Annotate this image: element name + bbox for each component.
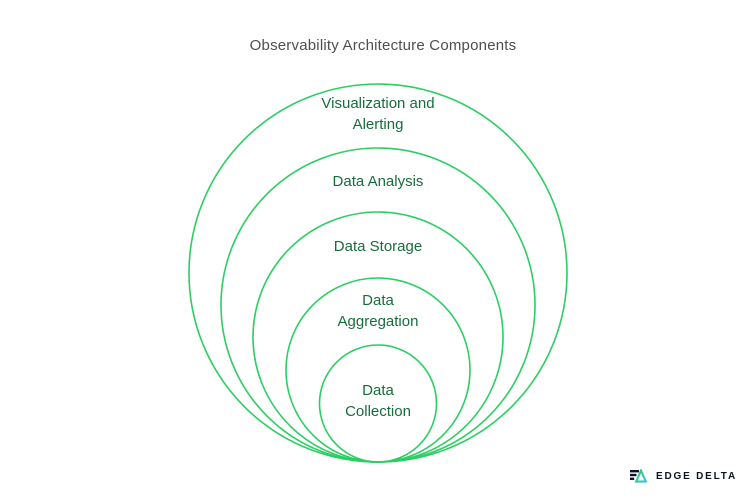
- ring-label-line: Alerting: [352, 116, 404, 133]
- ring-label-line: Data: [362, 382, 394, 399]
- ring-circle-data-collection: [318, 344, 438, 463]
- ring-label-line: Aggregation: [337, 313, 419, 330]
- ring-label-data-aggregation: Data Aggregation: [338, 290, 419, 332]
- ring-label-data-storage: Data Storage: [334, 236, 422, 257]
- ring-label-data-analysis: Data Analysis: [333, 171, 424, 192]
- edge-delta-logo: EDGE DELTA: [630, 469, 737, 483]
- ring-label-data-collection: Data Collection: [345, 380, 411, 422]
- edge-delta-logo-icon: [630, 469, 648, 483]
- ring-label-line: Data Storage: [333, 238, 423, 255]
- edge-delta-logo-text: EDGE DELTA: [656, 470, 737, 482]
- ring-label-line: Collection: [345, 403, 411, 420]
- ring-label-line: Visualization and: [321, 95, 435, 112]
- ring-label-line: Data Analysis: [332, 173, 424, 190]
- diagram-title: Observability Architecture Components: [249, 37, 517, 54]
- ring-label-visualization-and-alerting: Visualization and Alerting: [321, 93, 434, 135]
- ring-label-line: Data: [362, 292, 394, 309]
